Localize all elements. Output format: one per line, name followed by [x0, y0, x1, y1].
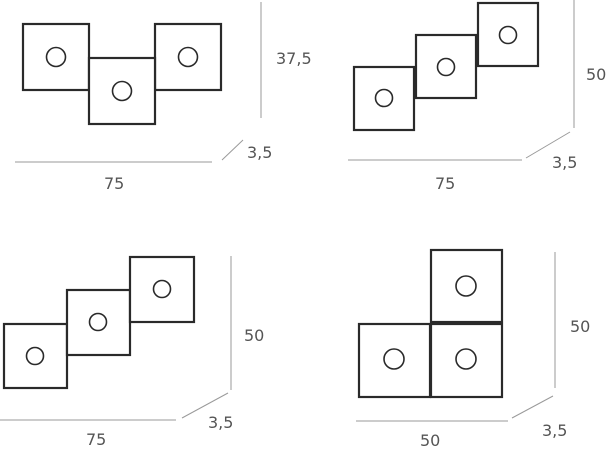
height-label: 50 — [570, 317, 590, 336]
panel — [357, 322, 432, 399]
width-label: 75 — [104, 174, 124, 193]
height-label: 50 — [244, 326, 264, 345]
depth-dimension-line — [181, 392, 229, 419]
panel — [476, 1, 540, 68]
depth-label: 3,5 — [552, 153, 577, 172]
width-label: 75 — [86, 430, 106, 449]
panel — [352, 65, 416, 132]
diagram-1: 75 37,5 3,5 — [15, 2, 312, 193]
width-label: 75 — [435, 174, 455, 193]
diagram-2: 75 50 3,5 — [348, 0, 606, 193]
depth-label: 3,5 — [542, 421, 567, 440]
height-label: 37,5 — [276, 49, 312, 68]
height-label: 50 — [586, 65, 606, 84]
panel — [414, 33, 478, 100]
panel — [65, 288, 132, 357]
depth-dimension-line — [221, 139, 244, 161]
panel — [128, 255, 196, 324]
panel — [87, 56, 157, 126]
depth-label: 3,5 — [208, 413, 233, 432]
depth-label: 3,5 — [247, 143, 272, 162]
diagram-3: 75 50 3,5 — [0, 255, 264, 449]
panel — [429, 248, 504, 324]
panel — [2, 322, 69, 390]
panel — [153, 22, 223, 92]
depth-dimension-line — [511, 395, 554, 419]
depth-dimension-line — [525, 131, 571, 159]
diagram-4: 50 50 3,5 — [356, 248, 590, 450]
panel — [429, 322, 504, 399]
panel — [21, 22, 91, 92]
width-label: 50 — [420, 431, 440, 450]
